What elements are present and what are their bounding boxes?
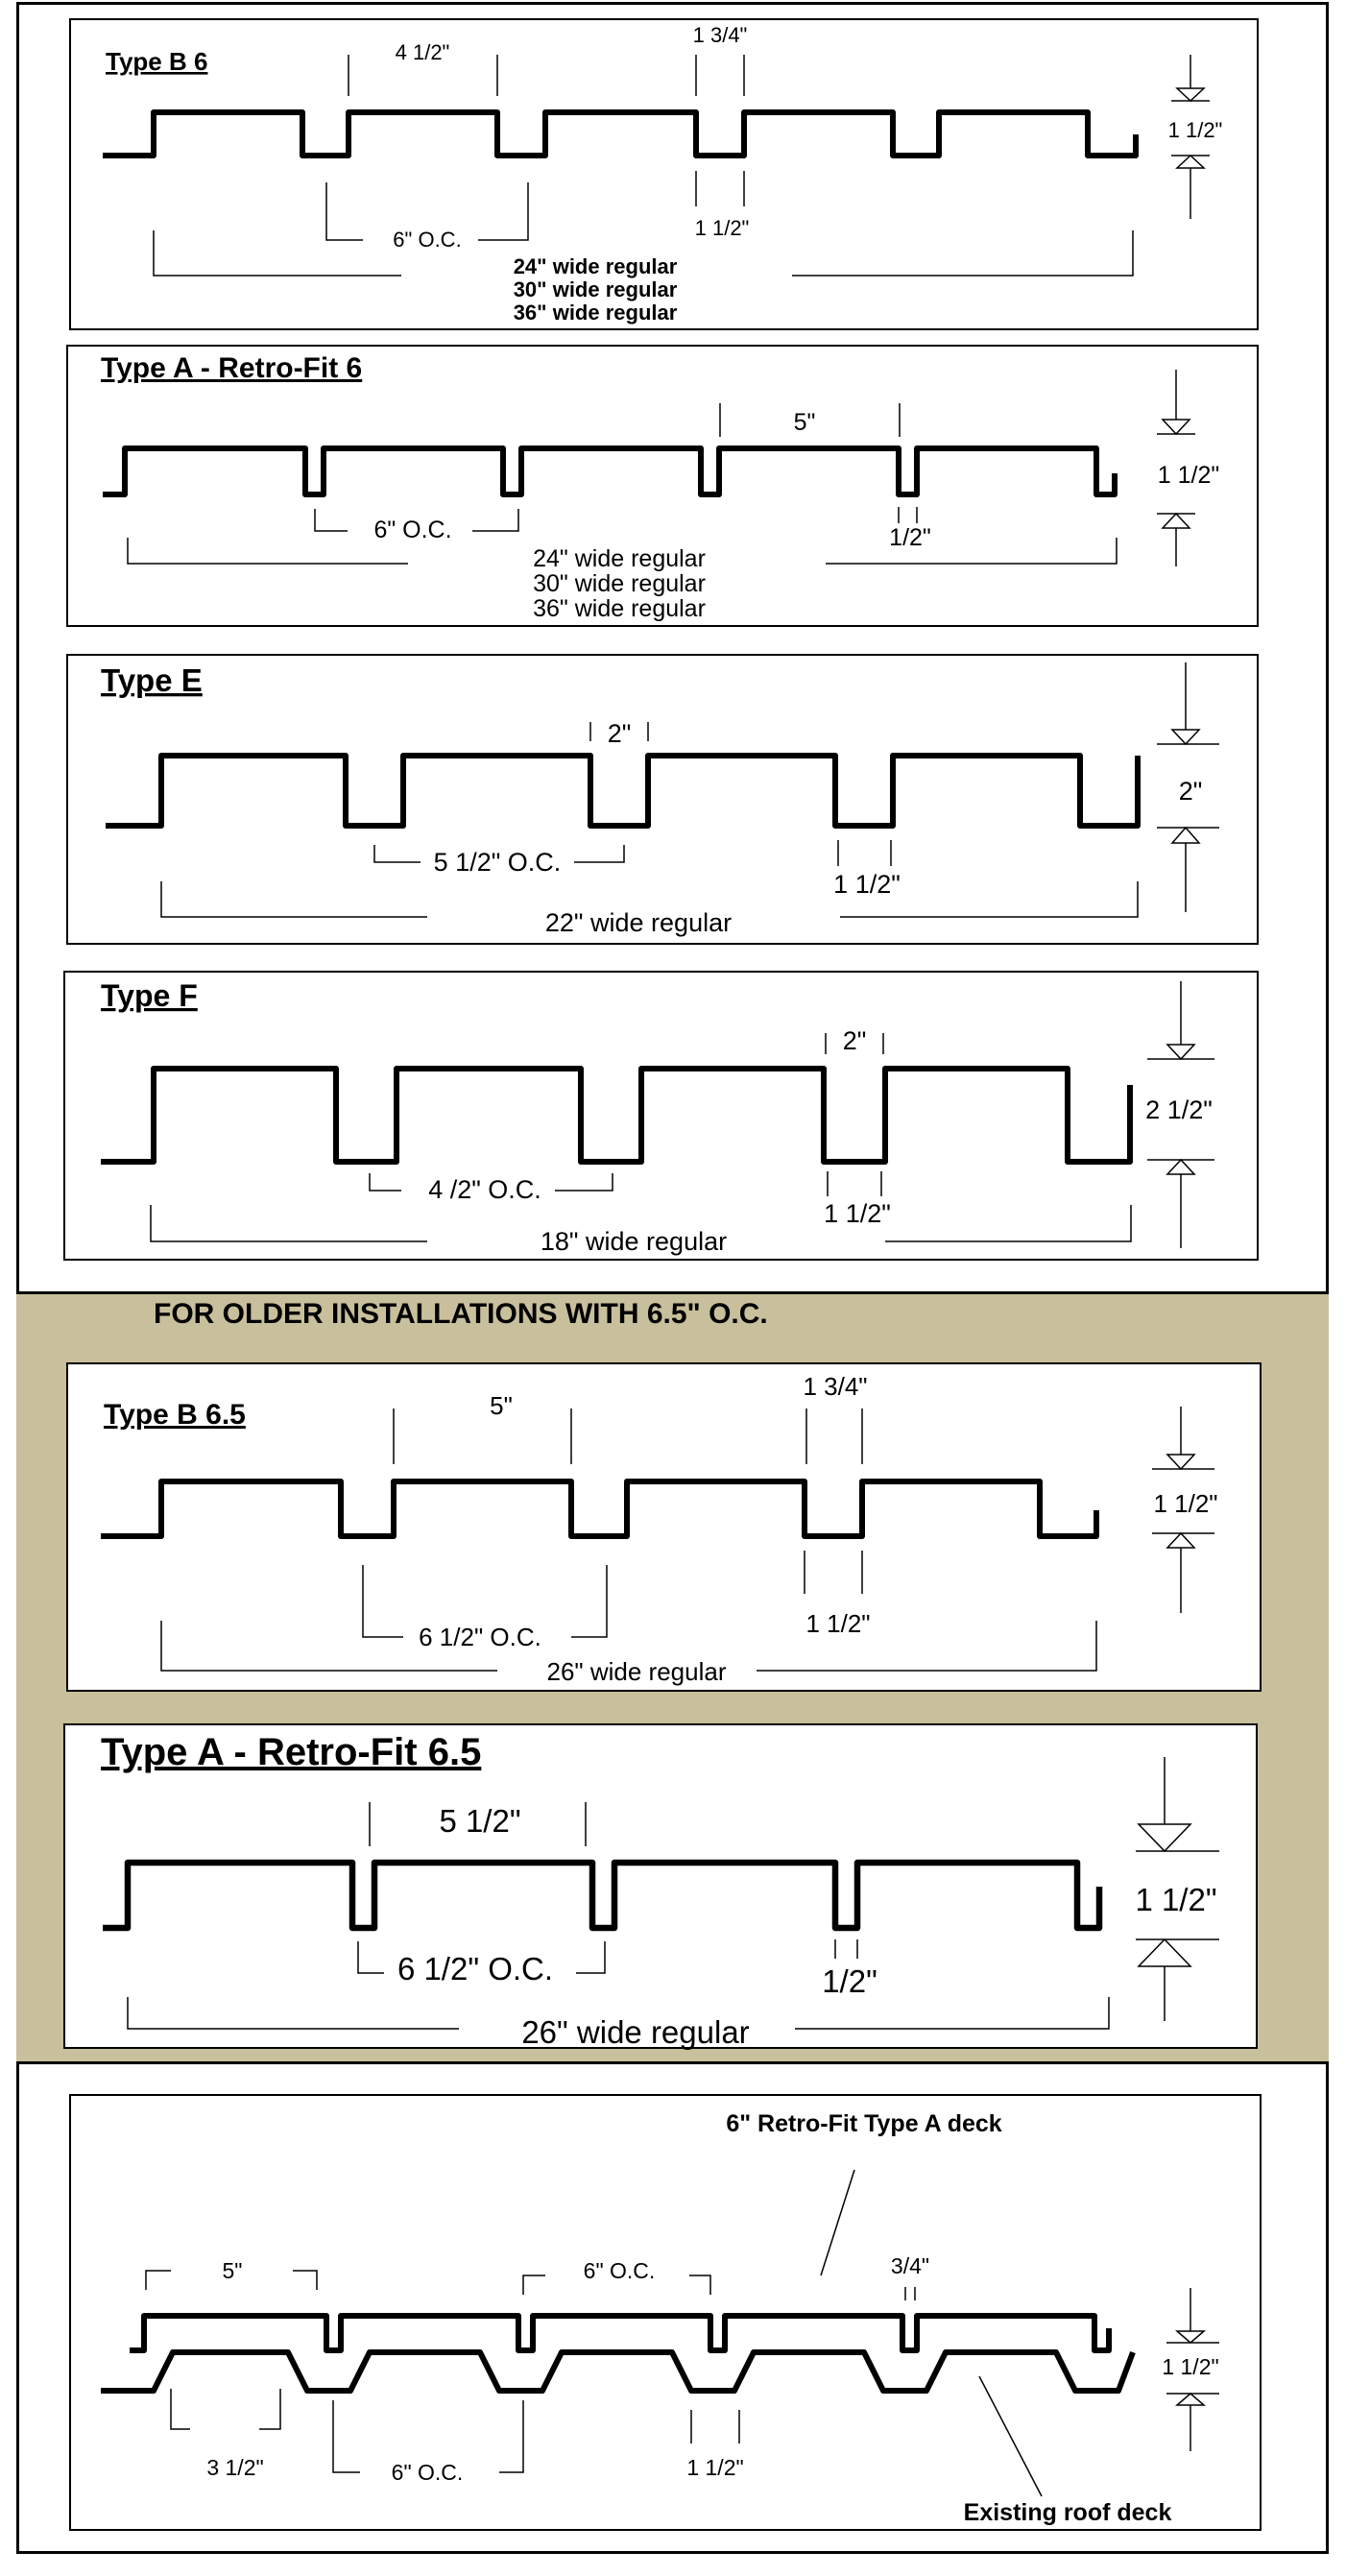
panel-box-a6 (66, 345, 1259, 627)
profile-f (101, 1066, 1133, 1165)
panel-box-retrofit (69, 2094, 1262, 2531)
dim-label: 2" (1179, 777, 1203, 806)
profile-a65 (103, 1859, 1103, 1932)
panel-box-f (63, 971, 1259, 1261)
dim-label: 5" (223, 2258, 243, 2283)
panel-title-a6: Type A - Retro-Fit 6 (101, 352, 362, 384)
width-label: 30" wide regular (514, 277, 678, 301)
width-label: 24" wide regular (514, 254, 678, 278)
panel-box-e (66, 654, 1259, 945)
dim-label: 3 1/2" (206, 2455, 263, 2480)
callout-retrofit-deck: 6" Retro-Fit Type A deck (726, 2110, 1001, 2137)
panel-title-b65: Type B 6.5 (104, 1399, 246, 1431)
profile-b6 (103, 109, 1139, 158)
dim-label: 1 1/2" (824, 1199, 891, 1228)
callout-existing-deck: Existing roof deck (964, 2499, 1172, 2526)
dim-label: 1 1/2" (833, 870, 901, 899)
dim-label: 4 /2" O.C. (428, 1175, 541, 1204)
width-label: 24" wide regular (533, 545, 706, 572)
panel-box-b6 (69, 18, 1259, 330)
profile-a6 (103, 445, 1118, 497)
dim-label: 1 1/2" (1153, 1489, 1217, 1518)
dim-label: 1 1/2" (1158, 462, 1219, 489)
dim-label: 1 1/2" (1168, 118, 1223, 142)
dim-label: 5 1/2" O.C. (434, 848, 562, 877)
profile-existing-deck (101, 2349, 1136, 2394)
dim-label: 5 1/2" (439, 1803, 520, 1839)
width-label: 26" wide regular (546, 1657, 726, 1686)
band-title: FOR OLDER INSTALLATIONS WITH 6.5" O.C. (154, 1298, 768, 1330)
dim-label: 1 3/4" (693, 23, 748, 47)
dim-label: 6" O.C. (393, 228, 461, 252)
dim-label: 3/4" (891, 2253, 929, 2278)
dim-label: 6" O.C. (373, 517, 451, 543)
dim-label: 1 1/2" (805, 1609, 870, 1638)
profile-retrofit-deck (130, 2313, 1112, 2353)
dim-label: 5" (490, 1391, 513, 1420)
panel-title-b6: Type B 6 (106, 47, 207, 76)
width-label: 22" wide regular (545, 908, 732, 937)
dim-label: 2" (608, 719, 632, 748)
panel-title-e: Type E (101, 662, 203, 698)
dim-label: 1 1/2" (1162, 2354, 1218, 2379)
dim-label: 6" O.C. (392, 2460, 464, 2485)
panel-title-a65: Type A - Retro-Fit 6.5 (101, 1731, 481, 1773)
outer-frame (16, 2, 1329, 2554)
dim-label: 1 3/4" (803, 1372, 867, 1401)
dim-label: 6 1/2" O.C. (419, 1623, 541, 1651)
dim-label: 2 1/2" (1145, 1095, 1213, 1124)
panel-box-b65 (66, 1362, 1262, 1692)
dim-label: 1 1/2" (686, 2455, 743, 2480)
dim-label: 1/2" (822, 1963, 877, 1999)
panel-title-f: Type F (101, 978, 198, 1013)
dim-label: 1 1/2" (1135, 1882, 1216, 1917)
width-label: 30" wide regular (533, 570, 706, 597)
width-label: 18" wide regular (541, 1227, 727, 1256)
width-label: 36" wide regular (533, 595, 706, 622)
width-label: 36" wide regular (514, 301, 678, 325)
dim-label: 6" O.C. (584, 2258, 656, 2283)
dim-label: 1/2" (889, 524, 931, 551)
dim-label: 2" (843, 1026, 867, 1055)
dim-label: 1 1/2" (695, 216, 750, 240)
dim-label: 4 1/2" (396, 40, 450, 64)
dim-label: 6 1/2" O.C. (397, 1951, 553, 1986)
panel-box-a65 (63, 1723, 1258, 2049)
width-label: 26" wide regular (521, 2014, 749, 2050)
dim-label: 5" (794, 409, 816, 436)
profile-e (106, 753, 1141, 829)
profile-b65 (101, 1479, 1099, 1539)
